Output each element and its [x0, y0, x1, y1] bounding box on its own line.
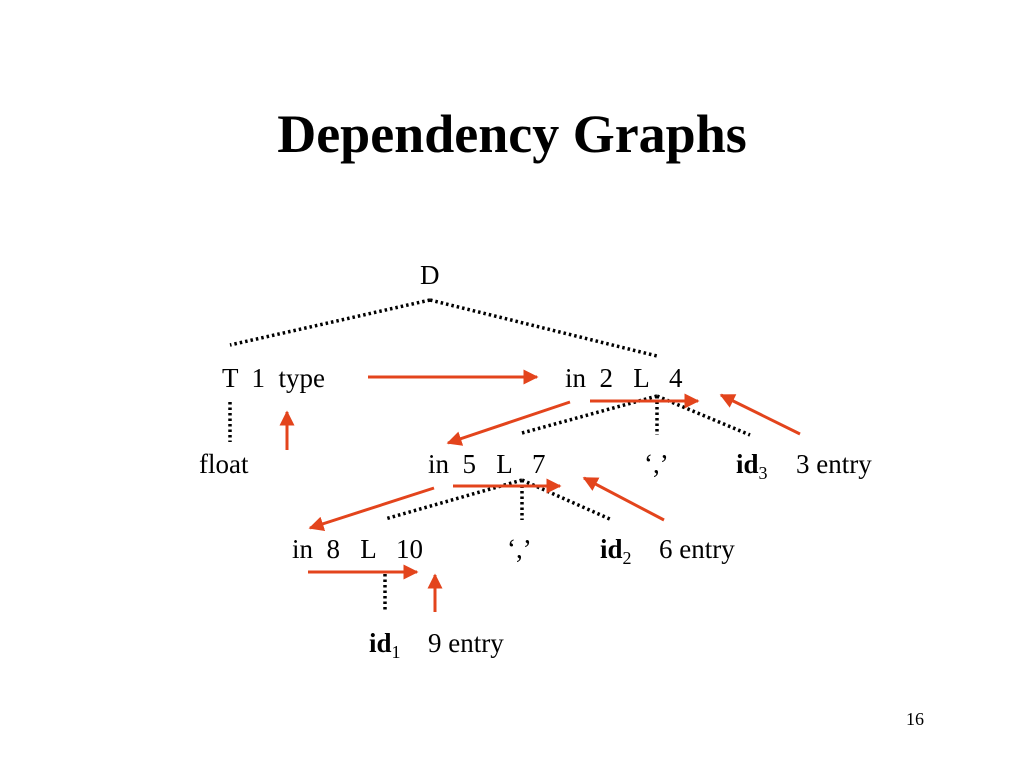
slide-number: 16 — [906, 709, 924, 729]
arrow-id3-to-L4 — [719, 393, 801, 436]
node-id1: id1 — [369, 628, 401, 662]
arrow-in2-to-in5 — [446, 400, 571, 446]
node-id2: id2 — [600, 534, 632, 568]
id3-subscript: 3 — [759, 463, 768, 483]
node-L-low: in 8 L 10 — [292, 534, 423, 564]
node-id1-entry: 9 entry — [428, 628, 504, 658]
slide-title: Dependency Graphs — [277, 104, 747, 164]
id1-subscript: 1 — [392, 642, 401, 662]
node-L-top: in 2 L 4 — [565, 363, 683, 393]
node-id3: id3 — [736, 449, 768, 483]
node-D: D — [420, 260, 440, 290]
edge-D-T — [229, 298, 431, 347]
node-id3-entry: 3 entry — [796, 449, 872, 479]
node-float: float — [199, 449, 249, 479]
arrow-in5-to-in8 — [308, 486, 435, 531]
tree-nodes: D T 1 type in 2 L 4 float in 5 L 7 ‘,’ i… — [199, 260, 872, 662]
id3-name: id — [736, 449, 759, 479]
node-L-mid: in 5 L 7 — [428, 449, 546, 479]
edge-D-L — [429, 298, 658, 358]
node-id2-entry: 6 entry — [659, 534, 735, 564]
node-comma-top: ‘,’ — [644, 449, 669, 479]
id2-name: id — [600, 534, 623, 564]
node-T: T 1 type — [222, 363, 325, 393]
dependency-arrows — [279, 369, 801, 612]
arrow-id2-to-L7 — [582, 476, 665, 522]
node-comma-low: ‘,’ — [507, 534, 532, 564]
id2-subscript: 2 — [623, 548, 632, 568]
id1-name: id — [369, 628, 392, 658]
